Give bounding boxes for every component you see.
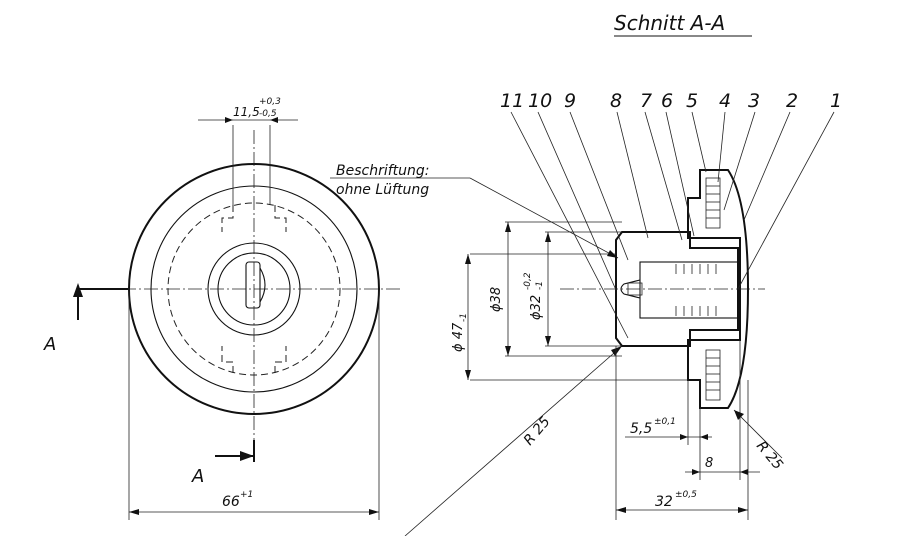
section-arrow-left [73, 283, 83, 297]
dim-32: 32 [655, 494, 673, 510]
part-number-2: 2 [786, 90, 798, 112]
part-number-1: 1 [830, 90, 842, 112]
dim-d38: ϕ38 [489, 287, 504, 312]
label-beschriftung: Beschriftung: [336, 163, 430, 179]
dim-66-tol: +1 [240, 490, 253, 500]
dim-d47-tol: -1 [459, 313, 469, 322]
part-number-8: 8 [610, 90, 622, 112]
part-number-4: 4 [719, 90, 731, 112]
section-mark-left: A [43, 334, 56, 355]
dim-66: 66 [222, 494, 240, 510]
inner-insert [615, 231, 739, 347]
dim-r25-left: R 25 [521, 414, 554, 449]
dim-d47: ϕ 47 [451, 322, 466, 352]
dim-d32-tol-upper: -0,2 [523, 272, 533, 290]
dim-8: 8 [705, 456, 713, 471]
part-number-5: 5 [686, 90, 698, 112]
part-number-9: 9 [564, 90, 576, 112]
dim-11-5-tol-lower: -0,5 [259, 109, 277, 119]
dim-11-5-tol-upper: +0,3 [259, 97, 281, 107]
dim-32-tol: ±0,5 [675, 490, 697, 500]
front-view: 11,5 +0,3 -0,5 66 +1 A A [43, 97, 400, 520]
key-slot-arc [259, 267, 266, 303]
lock-cylinder [639, 261, 739, 319]
section-view: Schnitt A-A 11 10 9 8 7 6 5 4 3 2 1 Besc… [330, 11, 842, 536]
knob-body [687, 169, 750, 409]
part-number-3: 3 [748, 90, 760, 112]
section-mark-bottom: A [191, 466, 204, 487]
part-number-6: 6 [661, 90, 673, 112]
part-number-10: 10 [528, 90, 552, 112]
part-leaders [510, 111, 835, 339]
section-arrow-bottom [240, 451, 254, 461]
dim-d32-tol-lower: -1 [535, 281, 545, 290]
dim-d32: ϕ32 [529, 295, 544, 320]
part-number-11: 11 [500, 90, 524, 112]
label-ohne-lueftung: ohne Lüftung [336, 182, 429, 198]
dim-r25-right: R 25 [753, 438, 786, 473]
part-number-7: 7 [640, 90, 652, 112]
dim-5-5: 5,5 [630, 421, 652, 437]
dim-5-5-tol: ±0,1 [654, 417, 676, 427]
key-slot [245, 261, 261, 309]
section-title: Schnitt A-A [614, 11, 725, 35]
dim-11-5: 11,5 [233, 105, 260, 119]
